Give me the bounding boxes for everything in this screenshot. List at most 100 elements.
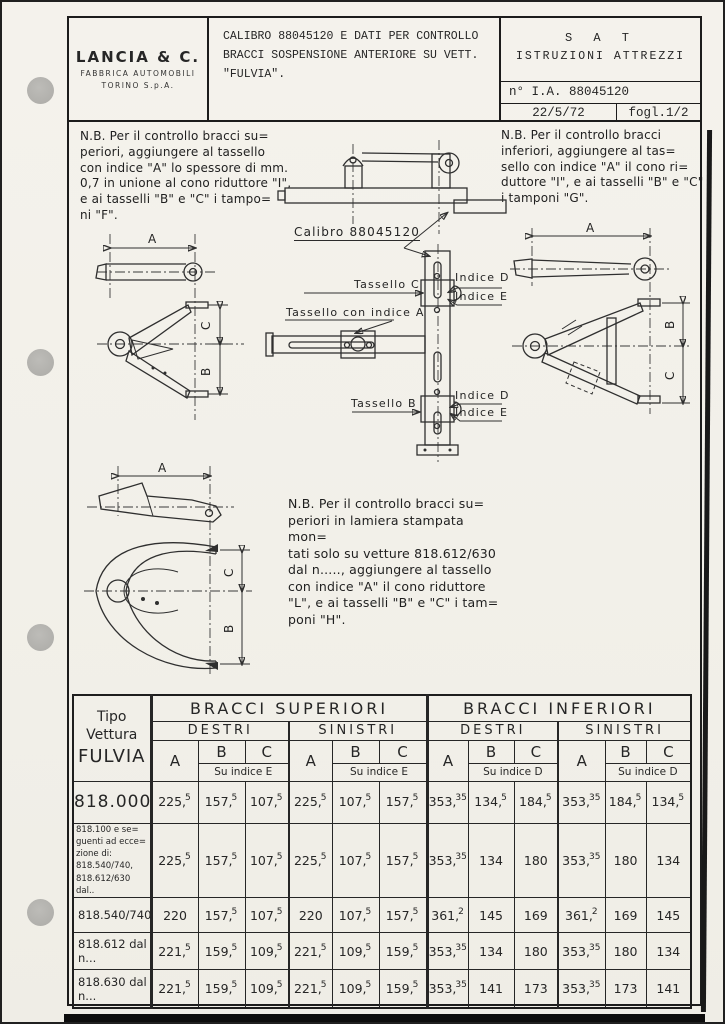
value-cell: 134 bbox=[645, 822, 692, 899]
col-header-b: B bbox=[604, 739, 647, 764]
value-cell: 221,5 bbox=[149, 969, 199, 1009]
value-cell: 353,35 bbox=[557, 969, 606, 1009]
doc-date: 22/5/72 bbox=[501, 104, 617, 120]
col-header-a: A bbox=[557, 739, 606, 782]
value-cell: 109,5 bbox=[331, 969, 380, 1009]
su-indice-d: Su indice D bbox=[467, 762, 559, 782]
value-cell: 180 bbox=[513, 932, 559, 971]
col-header-a: A bbox=[149, 739, 199, 782]
scan-edge-right bbox=[700, 129, 713, 1013]
technical-drawings: A C B bbox=[84, 140, 692, 674]
col-header-b: B bbox=[331, 739, 380, 764]
value-cell: 353,35 bbox=[425, 932, 469, 971]
value-cell: 353,35 bbox=[557, 822, 606, 899]
row-label: 818.100 e se= guenti ad ecce= zione di: … bbox=[72, 822, 153, 899]
col-header-b: B bbox=[467, 739, 515, 764]
value-cell: 220 bbox=[149, 897, 199, 934]
su-indice-d: Su indice D bbox=[604, 762, 692, 782]
label-indice-d-lower: Indice D bbox=[455, 389, 510, 402]
dim-label: A bbox=[148, 232, 157, 246]
value-cell: 107,5 bbox=[331, 780, 380, 824]
scan-edge-bottom bbox=[64, 1014, 705, 1022]
col-header-c: C bbox=[378, 739, 428, 764]
value-cell: 225,5 bbox=[149, 822, 199, 899]
value-cell: 107,5 bbox=[244, 897, 290, 934]
subgroup-destri: DESTRI bbox=[425, 720, 559, 741]
value-cell: 353,35 bbox=[425, 822, 469, 899]
col-header-a: A bbox=[288, 739, 333, 782]
punch-hole bbox=[27, 899, 54, 926]
value-cell: 134,5 bbox=[645, 780, 692, 824]
dim-label: A bbox=[586, 221, 595, 235]
note-upper-right: N.B. Per il controllo bracci inferiori, … bbox=[501, 128, 704, 206]
subgroup-destri: DESTRI bbox=[149, 720, 290, 741]
value-cell: 145 bbox=[467, 897, 515, 934]
title-block: LANCIA & C. FABBRICA AUTOMOBILI TORINO S… bbox=[67, 16, 702, 122]
col-header-b: B bbox=[197, 739, 246, 764]
label-tassello-a: Tassello con indice A bbox=[286, 306, 425, 319]
value-cell: 134 bbox=[645, 932, 692, 971]
model-name: FULVIA bbox=[77, 746, 146, 768]
value-cell: 361,2 bbox=[425, 897, 469, 934]
drawing-calibro-fixture bbox=[265, 140, 507, 462]
value-cell: 184,5 bbox=[513, 780, 559, 824]
label-tassello-b: Tassello B bbox=[351, 397, 417, 410]
punch-hole bbox=[27, 77, 54, 104]
value-cell: 157,5 bbox=[197, 780, 246, 824]
group-header-superiori: BRACCI SUPERIORI bbox=[149, 694, 428, 722]
dim-label: C bbox=[222, 569, 236, 577]
value-cell: 353,35 bbox=[425, 969, 469, 1009]
su-indice-e: Su indice E bbox=[331, 762, 428, 782]
row-label: 818.630 dal n... bbox=[72, 969, 153, 1009]
value-cell: 157,5 bbox=[378, 780, 428, 824]
value-cell: 184,5 bbox=[604, 780, 647, 824]
value-cell: 221,5 bbox=[288, 969, 333, 1009]
col-header-c: C bbox=[244, 739, 290, 764]
subgroup-sinistri: SINISTRI bbox=[287, 720, 428, 741]
department-block: S A T ISTRUZIONI ATTREZZI bbox=[501, 18, 700, 81]
value-cell: 107,5 bbox=[331, 897, 380, 934]
company-block: LANCIA & C. FABBRICA AUTOMOBILI TORINO S… bbox=[69, 18, 209, 120]
drawing-stamped-arm: A C B bbox=[84, 461, 252, 674]
value-cell: 157,5 bbox=[378, 897, 428, 934]
company-sub2: TORINO S.p.A. bbox=[101, 81, 175, 90]
dim-label: C bbox=[199, 322, 213, 330]
value-cell: 141 bbox=[467, 969, 515, 1009]
col-header-c: C bbox=[645, 739, 692, 764]
value-cell: 157,5 bbox=[197, 897, 246, 934]
value-cell: 220 bbox=[288, 897, 333, 934]
row-label: 818.612 dal n... bbox=[72, 932, 153, 971]
value-cell: 225,5 bbox=[288, 822, 333, 899]
doc-info-block: S A T ISTRUZIONI ATTREZZI n° I.A. 880451… bbox=[501, 18, 700, 120]
label-indice-e-lower: Indice E bbox=[455, 406, 509, 419]
dim-label: A bbox=[158, 461, 167, 475]
value-cell: 159,5 bbox=[197, 969, 246, 1009]
value-cell: 180 bbox=[604, 822, 647, 899]
dim-label: B bbox=[199, 368, 213, 376]
value-cell: 107,5 bbox=[331, 822, 380, 899]
value-cell: 353,35 bbox=[557, 932, 606, 971]
punch-hole bbox=[27, 349, 54, 376]
value-cell: 159,5 bbox=[378, 969, 428, 1009]
value-cell: 134 bbox=[467, 822, 515, 899]
table-row: 818.100 e se= guenti ad ecce= zione di: … bbox=[72, 822, 692, 899]
value-cell: 353,35 bbox=[425, 780, 469, 824]
label-calibro: Calibro 88045120 bbox=[294, 225, 421, 241]
value-cell: 157,5 bbox=[197, 822, 246, 899]
value-cell: 134,5 bbox=[467, 780, 515, 824]
note-middle: N.B. Per il controllo bracci su= periori… bbox=[288, 496, 499, 627]
value-cell: 353,35 bbox=[557, 780, 606, 824]
date-row: 22/5/72 fogl.1/2 bbox=[501, 103, 700, 120]
su-indice-e: Su indice E bbox=[197, 762, 290, 782]
value-cell: 173 bbox=[604, 969, 647, 1009]
row-label: 818.540/740 bbox=[72, 897, 153, 934]
drawing-right-lower-arm: A B C bbox=[510, 221, 692, 414]
value-cell: 225,5 bbox=[288, 780, 333, 824]
value-cell: 159,5 bbox=[378, 932, 428, 971]
note-upper-left: N.B. Per il controllo bracci su= periori… bbox=[80, 129, 292, 223]
value-cell: 159,5 bbox=[197, 932, 246, 971]
